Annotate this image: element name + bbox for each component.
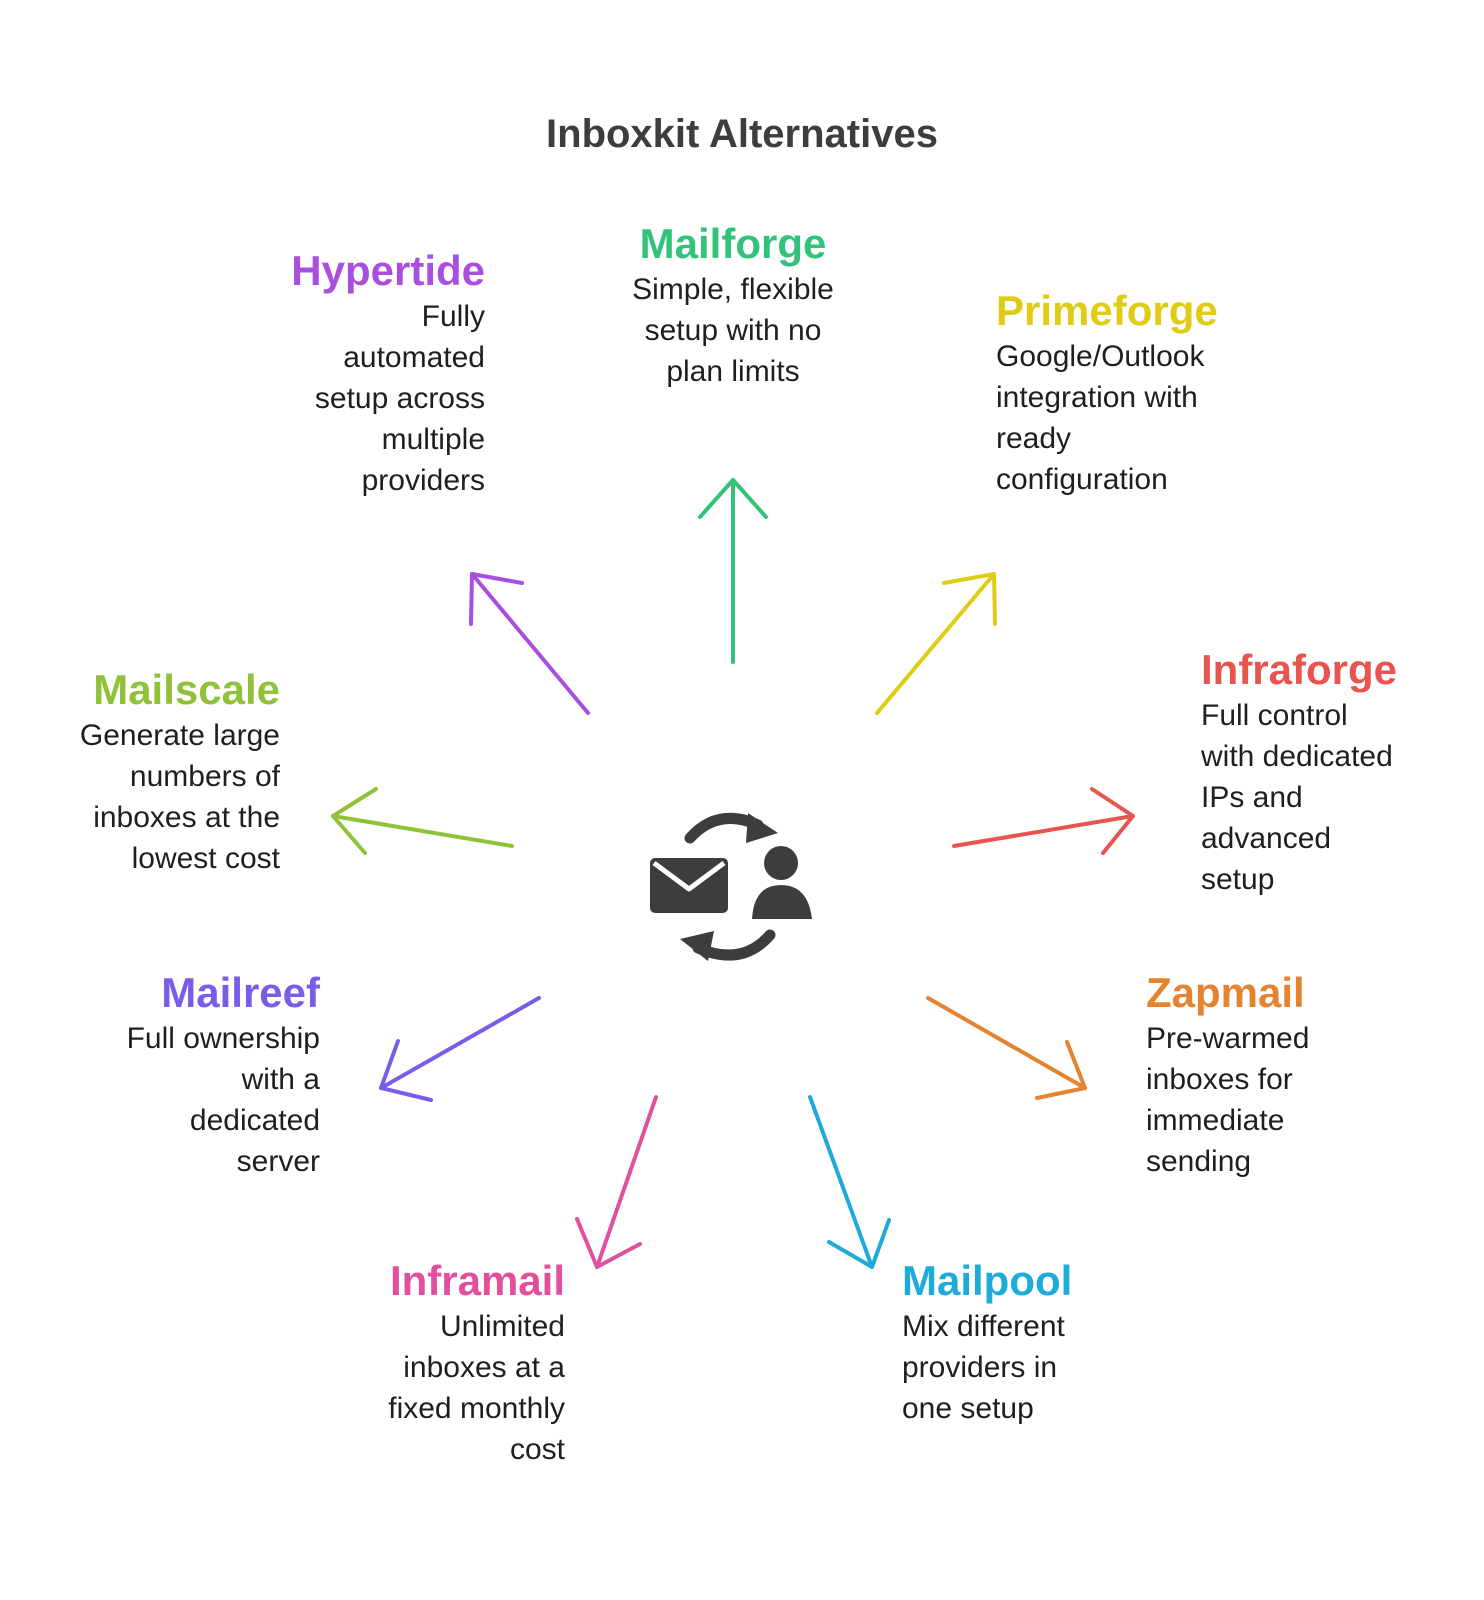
arrow-inframail <box>575 1095 658 1269</box>
arrow-infraforge <box>952 787 1135 855</box>
node-hypertide: Hypertide Fully automated setup across m… <box>270 246 485 501</box>
desc-line: IPs and <box>1201 781 1303 814</box>
desc-line: providers <box>361 464 485 497</box>
node-zapmail: Zapmail Pre-warmed inboxes for immediate… <box>1146 968 1396 1182</box>
desc-line: Fully <box>421 300 485 333</box>
desc-line: with a <box>241 1063 320 1096</box>
node-primeforge: Primeforge Google/Outlook integration wi… <box>996 286 1276 500</box>
desc-line: providers in <box>902 1351 1058 1384</box>
node-mailscale-name: Mailscale <box>93 666 280 713</box>
node-mailforge-desc: Simple, flexible setup with no plan limi… <box>583 269 883 392</box>
node-mailreef: Mailreef Full ownership with a dedicated… <box>70 968 320 1182</box>
desc-line: sending <box>1146 1145 1252 1178</box>
desc-line: with dedicated <box>1201 740 1393 773</box>
node-mailpool: Mailpool Mix different providers in one … <box>902 1256 1152 1429</box>
node-primeforge-name: Primeforge <box>996 287 1218 334</box>
desc-line: setup across <box>314 382 485 415</box>
arrow-zapmail <box>926 996 1087 1100</box>
arrow-hypertide <box>469 572 590 715</box>
node-inframail-name: Inframail <box>389 1257 565 1304</box>
mail-user-sync-icon <box>650 812 812 961</box>
diagram-title: Inboxkit Alternatives <box>546 112 938 156</box>
desc-line: Mix different <box>902 1310 1065 1343</box>
desc-line: server <box>236 1145 320 1178</box>
node-inframail: Inframail Unlimited inboxes at a fixed m… <box>330 1256 565 1470</box>
node-inframail-desc: Unlimited inboxes at a fixed monthly cos… <box>330 1306 565 1470</box>
arrow-mailscale <box>331 787 514 855</box>
desc-line: setup <box>1201 863 1275 896</box>
desc-line: Pre-warmed <box>1146 1022 1310 1055</box>
node-zapmail-name: Zapmail <box>1146 969 1305 1016</box>
node-mailforge: Mailforge Simple, flexible setup with no… <box>583 219 883 392</box>
desc-line: Unlimited <box>439 1310 565 1343</box>
arrow-mailreef <box>379 996 541 1102</box>
node-hypertide-name: Hypertide <box>291 247 485 294</box>
desc-line: multiple <box>381 423 485 456</box>
desc-line: automated <box>343 341 485 374</box>
node-infraforge-name: Infraforge <box>1201 646 1398 693</box>
desc-line: lowest cost <box>131 842 280 875</box>
desc-line: plan limits <box>666 355 800 388</box>
desc-line: advanced <box>1201 822 1332 855</box>
desc-line: configuration <box>996 463 1168 496</box>
desc-line: setup with no <box>644 314 822 347</box>
desc-line: numbers of <box>129 760 280 793</box>
arrow-mailpool <box>808 1095 891 1269</box>
desc-line: inboxes at the <box>93 801 280 834</box>
node-mailreef-name: Mailreef <box>161 969 320 1016</box>
desc-line: Generate large <box>79 719 280 752</box>
node-mailpool-desc: Mix different providers in one setup <box>902 1306 1152 1429</box>
arrow-primeforge <box>875 572 997 715</box>
node-mailscale: Mailscale Generate large numbers of inbo… <box>30 665 280 879</box>
desc-line: integration with <box>996 381 1198 414</box>
node-mailreef-desc: Full ownership with a dedicated server <box>70 1018 320 1182</box>
desc-line: inboxes for <box>1146 1063 1293 1096</box>
desc-line: one setup <box>902 1392 1034 1425</box>
arrow-mailforge <box>698 478 768 664</box>
node-infraforge-desc: Full control with dedicated IPs and adva… <box>1201 695 1461 900</box>
desc-line: Simple, flexible <box>632 273 834 306</box>
node-mailforge-name: Mailforge <box>639 220 827 267</box>
node-mailscale-desc: Generate large numbers of inboxes at the… <box>30 715 280 879</box>
node-hypertide-desc: Fully automated setup across multiple pr… <box>270 296 485 501</box>
node-mailpool-name: Mailpool <box>902 1257 1073 1304</box>
desc-line: cost <box>509 1433 565 1466</box>
desc-line: Google/Outlook <box>996 340 1205 373</box>
desc-line: dedicated <box>189 1104 320 1137</box>
desc-line: fixed monthly <box>388 1392 565 1425</box>
desc-line: immediate <box>1146 1104 1285 1137</box>
desc-line: Full control <box>1201 699 1348 732</box>
node-primeforge-desc: Google/Outlook integration with ready co… <box>996 336 1276 500</box>
node-zapmail-desc: Pre-warmed inboxes for immediate sending <box>1146 1018 1396 1182</box>
desc-line: ready <box>996 422 1072 455</box>
desc-line: inboxes at a <box>403 1351 565 1384</box>
desc-line: Full ownership <box>126 1022 320 1055</box>
node-infraforge: Infraforge Full control with dedicated I… <box>1201 645 1461 900</box>
